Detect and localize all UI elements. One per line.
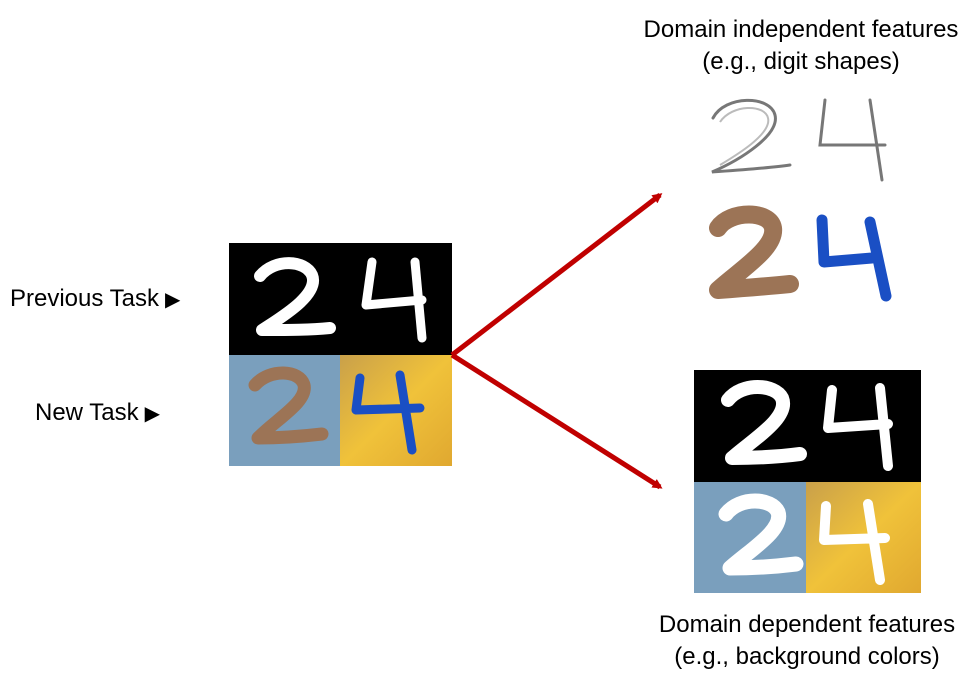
- digit-2-brown-shape: [709, 205, 799, 299]
- digit-4-outline: [818, 98, 887, 182]
- digit-2-white-dep: [721, 380, 807, 465]
- new-task-text: New Task: [35, 399, 139, 426]
- digit-4-white-mask: [819, 499, 890, 585]
- dependent-features-caption: Domain dependent features (e.g., backgro…: [640, 609, 974, 673]
- digit-4-blue: [351, 370, 425, 455]
- digit-2-white-mask: [718, 493, 804, 576]
- previous-task-text: Previous Task: [10, 285, 159, 312]
- digit-4-white: [361, 257, 427, 343]
- arrow-to-dependent: [450, 352, 663, 490]
- new-task-label: New Task▶: [35, 399, 160, 428]
- dependent-caption-line1: Domain dependent features: [658, 611, 956, 638]
- previous-task-label: Previous Task▶: [10, 285, 180, 314]
- arrow-to-independent: [450, 193, 663, 357]
- independent-features-image: [709, 98, 892, 302]
- digit-4-white-dep: [823, 383, 893, 471]
- independent-features-caption: Domain independent features (e.g., digit…: [628, 14, 974, 78]
- dependent-features-image: [694, 370, 921, 593]
- dependent-caption-line2: (e.g., background colors): [674, 643, 940, 670]
- digit-4-blue-shape: [816, 214, 892, 302]
- digit-2-outline: [711, 98, 792, 174]
- play-triangle-icon: ▶: [144, 403, 160, 425]
- digit-2-outline-inner: [719, 106, 770, 166]
- digit-2-white: [254, 257, 336, 336]
- input-image: [229, 243, 452, 466]
- independent-caption-line1: Domain independent features: [643, 16, 959, 43]
- independent-caption-line2: (e.g., digit shapes): [702, 48, 900, 75]
- play-triangle-icon: ▶: [164, 289, 181, 311]
- digit-2-brown: [248, 366, 329, 445]
